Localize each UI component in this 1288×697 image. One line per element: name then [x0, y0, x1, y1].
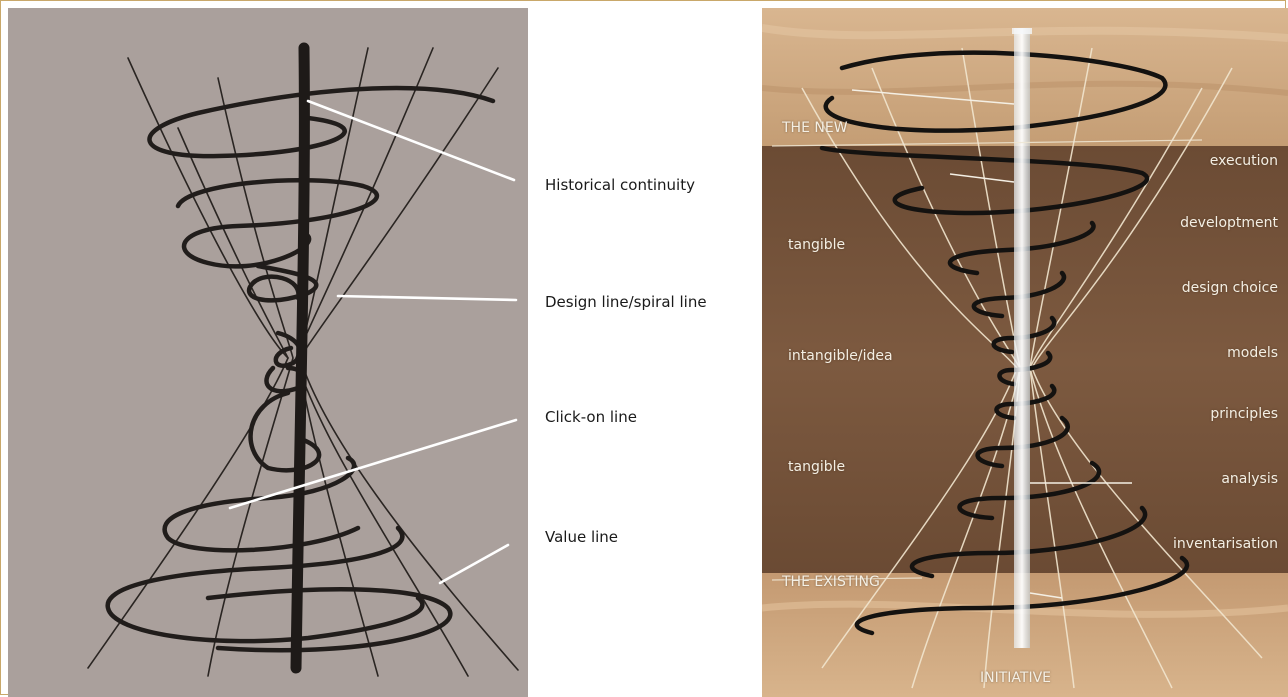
tangible-bottom-label: tangible: [788, 459, 845, 475]
execution-label: execution: [1210, 153, 1278, 169]
intangible-idea-label: intangible/idea: [788, 348, 893, 364]
models-label: models: [1227, 345, 1278, 361]
historical-continuity-label: Historical continuity: [545, 176, 695, 194]
development-label: developtment: [1180, 215, 1278, 231]
design-line-label: Design line/spiral line: [545, 293, 707, 311]
historical-axis: [296, 48, 304, 668]
inventarisation-label: inventarisation: [1173, 536, 1278, 552]
analysis-label: analysis: [1221, 471, 1278, 487]
hourglass-sketch: [8, 8, 528, 697]
callout-panel: Historical continuity Design line/spiral…: [528, 8, 762, 697]
pointer-click-on: [230, 420, 516, 508]
pointer-design: [338, 296, 516, 300]
click-on-line-label: Click-on line: [545, 408, 637, 426]
the-new-label: THE NEW: [782, 120, 848, 136]
value-line-label: Value line: [545, 528, 618, 546]
design-choice-label: design choice: [1182, 280, 1278, 296]
tangible-top-label: tangible: [788, 237, 845, 253]
principles-label: principles: [1210, 406, 1278, 422]
initiative-label: INITIATIVE: [980, 670, 1051, 686]
sketch-panel: [8, 8, 528, 697]
pointer-value: [440, 545, 508, 583]
model-photo-panel: THE NEW THE EXISTING INITIATIVE tangible…: [762, 8, 1288, 697]
central-rod: [1014, 28, 1030, 648]
the-existing-label: THE EXISTING: [782, 574, 880, 590]
pointer-historical: [308, 101, 514, 180]
